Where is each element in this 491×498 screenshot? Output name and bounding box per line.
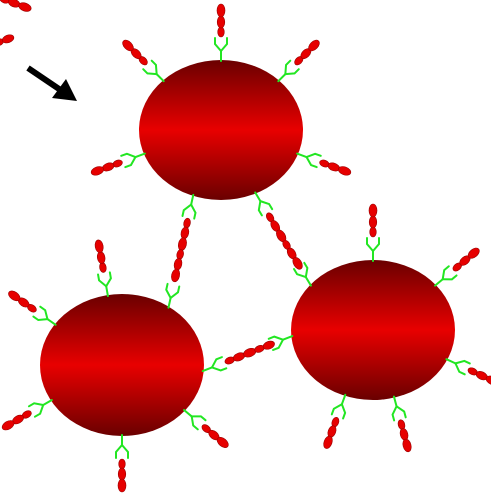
y-shaped-receptor-icon (32, 305, 57, 326)
chain-ligand-icon (8, 290, 37, 313)
cell-bottom-right-red-cell-icon (291, 260, 455, 400)
chain-ligand-icon (368, 203, 378, 238)
arrow-group (26, 65, 77, 101)
y-shaped-receptor-icon (330, 393, 347, 420)
cells-group (40, 60, 455, 436)
y-shaped-receptor-icon (97, 271, 112, 298)
receptors-group (27, 37, 471, 459)
chain-ligand-icon (1, 410, 32, 431)
chain-ligand-icon (122, 39, 148, 66)
chain-ligand-icon (0, 0, 32, 12)
chain-ligand-icon (201, 424, 229, 448)
y-shaped-receptor-icon (292, 261, 312, 287)
chain-ligand-icon (452, 247, 480, 272)
arrow-down-right-icon (26, 65, 77, 101)
chain-ligand-icon (467, 367, 491, 386)
y-shaped-receptor-icon (27, 399, 53, 418)
y-shaped-receptor-icon (445, 358, 471, 376)
chain-ligand-icon (294, 39, 320, 66)
free-ligands (0, 0, 32, 47)
chain-ligand-icon (216, 3, 226, 38)
chain-ligand-icon (94, 239, 107, 273)
ligands-group (1, 3, 491, 493)
chain-ligand-icon (266, 212, 303, 270)
y-shaped-receptor-icon (434, 265, 458, 287)
y-shaped-receptor-icon (165, 282, 181, 309)
y-shaped-receptor-icon (366, 237, 380, 262)
cell-top-red-cell-icon (139, 60, 303, 200)
y-shaped-receptor-icon (142, 59, 165, 83)
y-shaped-receptor-icon (120, 152, 146, 169)
y-shaped-receptor-icon (115, 434, 129, 459)
cell-bottom-left-red-cell-icon (40, 294, 204, 436)
chain-ligand-icon (323, 416, 340, 449)
y-shaped-receptor-icon (267, 335, 294, 351)
chain-ligand-icon (397, 419, 412, 453)
chain-ligand-icon (224, 340, 275, 365)
y-shaped-receptor-icon (214, 37, 228, 62)
y-shaped-receptor-icon (277, 59, 300, 83)
y-shaped-receptor-icon (254, 191, 274, 217)
y-shaped-receptor-icon (201, 356, 228, 373)
chain-ligand-icon (319, 159, 352, 176)
y-shaped-receptor-icon (391, 395, 407, 422)
y-shaped-receptor-icon (296, 152, 322, 169)
y-shaped-receptor-icon (181, 193, 197, 220)
chain-ligand-icon (0, 34, 15, 47)
chain-ligand-icon (117, 458, 127, 493)
y-shaped-receptor-icon (183, 408, 207, 431)
chain-ligand-icon (90, 159, 123, 176)
chain-ligand-icon (171, 217, 191, 283)
